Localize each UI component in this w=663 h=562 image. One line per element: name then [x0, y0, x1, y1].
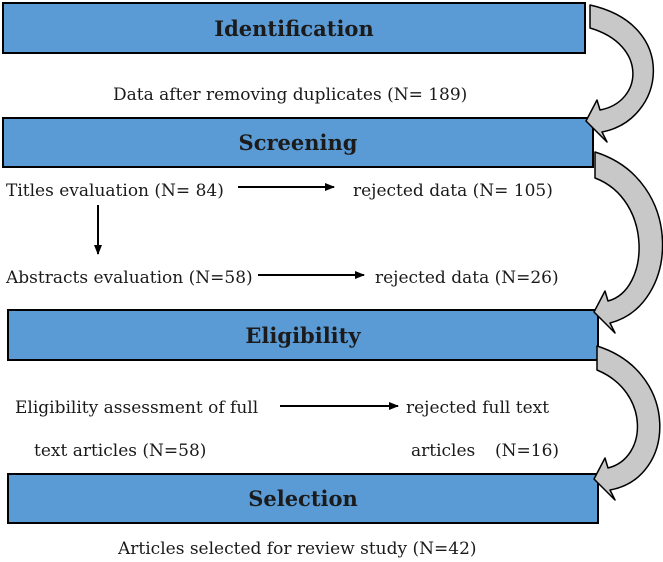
abstracts-rejected-note: rejected data (N=26)	[375, 268, 559, 288]
abstracts-evaluation-note: Abstracts evaluation (N=58)	[6, 268, 253, 288]
identification-stage-label: Identification	[214, 15, 374, 41]
eligibility-rejected-note-word: articles	[411, 441, 476, 461]
identification-stage-box: Identification	[2, 2, 586, 54]
curved-arrow-icon-eligibility-to-selection	[593, 345, 661, 501]
titles-rejected-note: rejected data (N= 105)	[353, 181, 553, 201]
screening-stage-label: Screening	[238, 130, 358, 155]
eligibility-rejected-note-line1: rejected full text	[406, 398, 550, 418]
eligibility-assessment-note-line2: text articles (N=58)	[34, 441, 207, 461]
final-selection-note: Articles selected for review study (N=42…	[118, 539, 477, 559]
duplicates-removed-note: Data after removing duplicates (N= 189)	[113, 85, 468, 105]
selection-stage-label: Selection	[248, 486, 358, 511]
curved-arrow-icon-screening-to-eligibility	[593, 151, 663, 334]
eligibility-rejected-note-count: (N=16)	[495, 441, 560, 461]
selection-stage-box: Selection	[7, 473, 599, 524]
screening-stage-box: Screening	[2, 117, 594, 168]
eligibility-stage-label: Eligibility	[245, 322, 361, 348]
titles-evaluation-note: Titles evaluation (N= 84)	[6, 181, 224, 201]
eligibility-assessment-note-line1: Eligibility assessment of full	[15, 398, 259, 418]
eligibility-stage-box: Eligibility	[7, 309, 599, 361]
curved-arrow-icon-identification-to-screening	[585, 4, 655, 143]
